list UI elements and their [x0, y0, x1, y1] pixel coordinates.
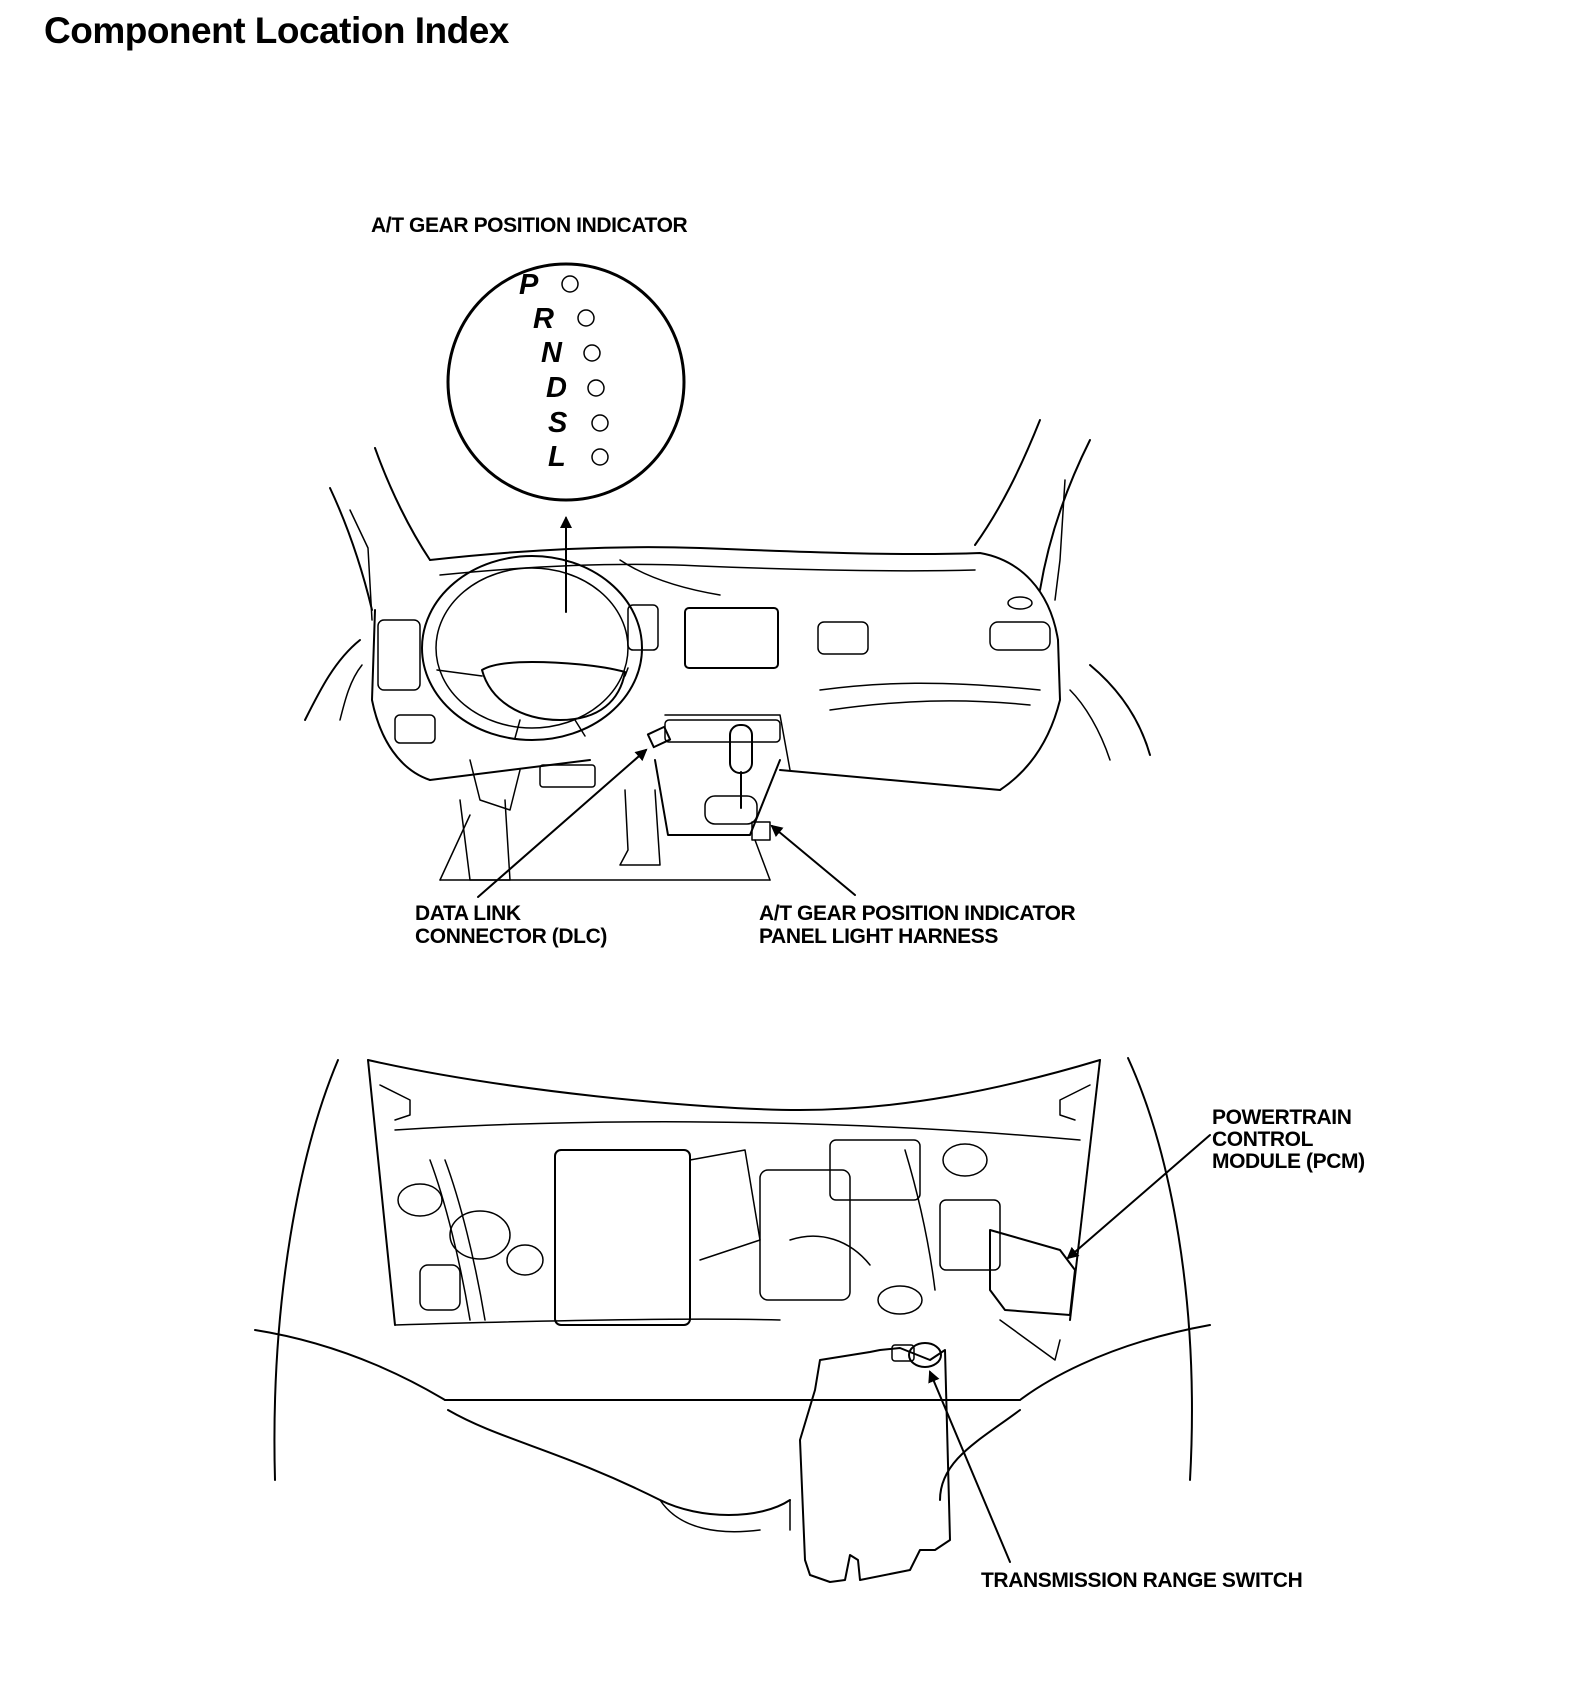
panel-light-arrow	[770, 824, 856, 896]
trs-arrow	[928, 1370, 1011, 1563]
dlc-label-line2: CONNECTOR (DLC)	[415, 925, 607, 948]
dlc-label-line1: DATA LINK	[415, 902, 521, 925]
gear-indicator-label: A/T GEAR POSITION INDICATOR	[371, 214, 688, 237]
gear-label-s: S	[548, 407, 568, 439]
page-title: Component Location Index	[44, 10, 509, 51]
gear-label-l: L	[548, 441, 566, 473]
panel-light-label-line1: A/T GEAR POSITION INDICATOR	[759, 902, 1076, 925]
dlc-connector-shape	[646, 725, 672, 749]
gear-indicator-circle	[446, 262, 686, 502]
gear-label-n: N	[541, 337, 563, 369]
engine-bay-illustration	[254, 1057, 1211, 1583]
dlc-arrow	[477, 748, 648, 898]
transmission-outline	[799, 1347, 951, 1583]
gear-label-p: P	[519, 269, 539, 301]
dashboard-illustration	[304, 419, 1151, 881]
gear-lamp-r	[577, 309, 595, 327]
gear-indicator-magnifier: P R N D S L	[446, 262, 686, 502]
pcm-label-line1: POWERTRAIN	[1212, 1106, 1352, 1129]
panel-light-label-line2: PANEL LIGHT HARNESS	[759, 925, 998, 948]
trs-label: TRANSMISSION RANGE SWITCH	[981, 1569, 1302, 1592]
gear-label-r: R	[533, 303, 554, 335]
pcm-label-line3: MODULE (PCM)	[1212, 1150, 1365, 1173]
gear-lamp-n	[583, 344, 601, 362]
trs-shape	[908, 1342, 942, 1368]
gear-lamp-l	[591, 448, 609, 466]
gear-lamp-d	[587, 379, 605, 397]
gear-lamp-p	[561, 275, 579, 293]
gear-label-d: D	[546, 372, 567, 404]
pcm-shape	[989, 1229, 1076, 1316]
pcm-arrow	[1066, 1134, 1211, 1260]
pcm-label-line2: CONTROL	[1212, 1128, 1314, 1151]
gear-lamp-s	[591, 414, 609, 432]
